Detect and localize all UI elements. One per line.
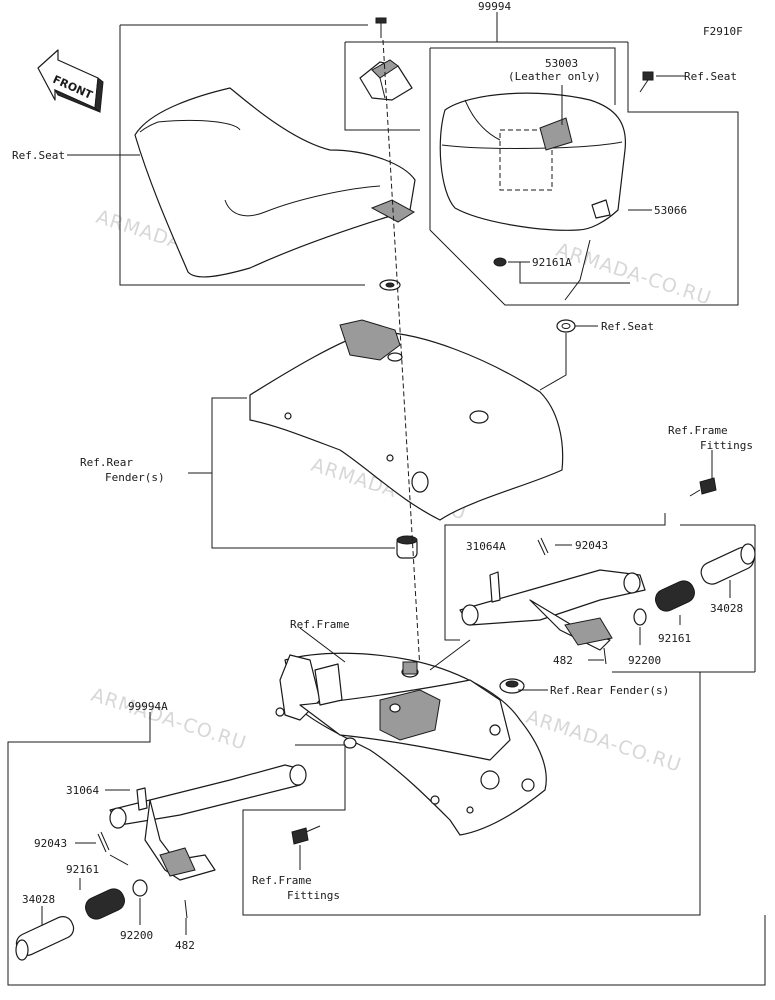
label-92161-left: 92161 <box>66 863 99 876</box>
label-ref-seat-3: Ref.Seat <box>601 320 654 333</box>
right-passenger-footrest <box>444 450 756 673</box>
watermark: ARMADA-CO.RU <box>88 684 249 755</box>
watermark: ARMADA-CO.RU <box>523 706 684 777</box>
label-92043-left: 92043 <box>34 837 67 850</box>
label-ref-frame-fittings-2b: Fittings <box>287 889 340 902</box>
label-53066: 53066 <box>654 204 687 217</box>
label-ref-rear-fender-2: Ref.Rear Fender(s) <box>550 684 669 697</box>
label-ref-rear-fender-1b: Fender(s) <box>105 471 165 484</box>
label-482-right: 482 <box>553 654 573 667</box>
diagram-code: F2910F <box>703 25 743 38</box>
watermark: ARMADA-CO.RU <box>553 239 714 310</box>
label-ref-frame-fittings-2a: Ref.Frame <box>252 874 312 887</box>
label-482-left: 482 <box>175 939 195 952</box>
label-92200-right: 92200 <box>628 654 661 667</box>
label-92043-right: 92043 <box>575 539 608 552</box>
seat-bolt <box>375 17 387 38</box>
rear-fender <box>188 39 564 671</box>
label-99994A: 99994A <box>128 700 168 713</box>
front-arrow: FRONT <box>37 49 104 113</box>
label-31064A: 31064A <box>466 540 506 553</box>
front-seat <box>134 87 416 278</box>
label-ref-frame-fittings-1a: Ref.Frame <box>668 424 728 437</box>
ref-seat-grommet <box>556 319 576 333</box>
label-31064: 31064 <box>66 784 99 797</box>
label-ref-seat-2: Ref.Seat <box>12 149 65 162</box>
label-53003: 53003 <box>545 57 578 70</box>
label-leather-only: (Leather only) <box>508 70 601 83</box>
label-ref-seat-1: Ref.Seat <box>684 70 737 83</box>
label-ref-rear-fender-1a: Ref.Rear <box>80 456 133 469</box>
frame <box>242 627 701 916</box>
label-92200-left: 92200 <box>120 929 153 942</box>
seat-bracket <box>359 59 413 101</box>
damper-92161A <box>493 257 507 267</box>
label-ref-frame-fittings-1b: Fittings <box>700 439 753 452</box>
label-34028-left: 34028 <box>22 893 55 906</box>
left-passenger-footrest <box>7 712 766 986</box>
label-34028-right: 34028 <box>710 602 743 615</box>
label-92161A: 92161A <box>532 256 572 269</box>
ref-seat-bolt <box>639 71 654 93</box>
label-ref-frame: Ref.Frame <box>290 618 350 631</box>
label-99994: 99994 <box>478 0 511 13</box>
rear-seat <box>439 92 627 231</box>
seat-assembly <box>67 12 739 391</box>
label-92161-right: 92161 <box>658 632 691 645</box>
